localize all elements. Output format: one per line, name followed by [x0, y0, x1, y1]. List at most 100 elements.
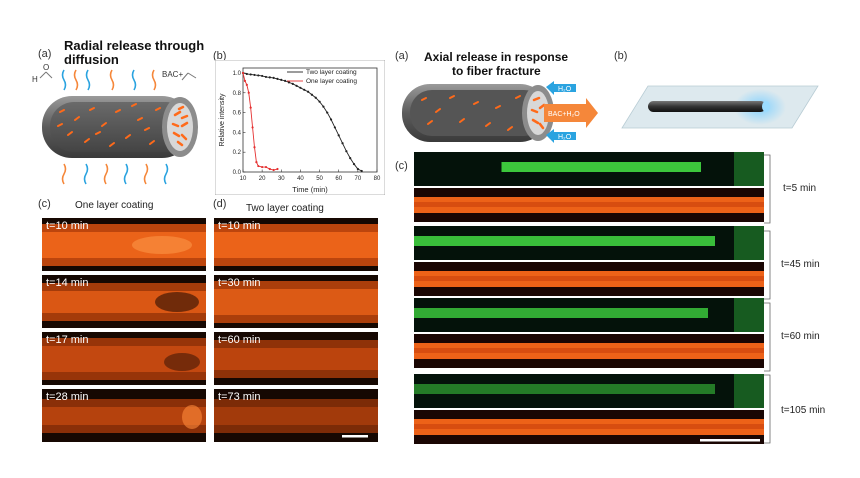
series-1-point-12 [272, 168, 275, 172]
series-0-point-20 [318, 100, 321, 103]
water-in-arrow-top-icon [546, 81, 576, 95]
bac-out-arrow-icon [544, 98, 598, 128]
two-layer-frame-3: t=60 min [214, 332, 378, 385]
green-frame-3 [414, 298, 764, 332]
x-tick-label-4: 50 [316, 176, 323, 182]
green-fluorescence-1 [501, 162, 701, 172]
series-0-point-13 [291, 82, 294, 85]
green-fluorescence-3 [414, 308, 708, 318]
green-fluorescence-4 [414, 384, 715, 394]
series-0-point-4 [257, 74, 260, 77]
orange-core-4 [414, 424, 764, 429]
x-tick-label-5: 60 [335, 176, 342, 182]
plot-area [242, 67, 378, 173]
radial-release-diagram: H O BAC+ [32, 63, 198, 185]
scale-bar-left [342, 435, 368, 438]
series-1-point-7 [255, 160, 258, 164]
series-0-point-26 [341, 142, 344, 145]
one-layer-title: One layer coating [75, 200, 154, 211]
series-1-point-10 [264, 165, 268, 169]
two-layer-frame-4: t=73 min [214, 389, 378, 442]
orange-core-2 [414, 276, 764, 281]
green-frame-2 [414, 226, 764, 260]
x-tick-label-3: 40 [297, 176, 304, 182]
series-0-point-16 [303, 88, 306, 91]
one-layer-time-1: t=10 min [46, 220, 89, 232]
cross-section-agents [171, 105, 189, 147]
series-0-point-19 [314, 96, 317, 99]
series-1-point-13 [276, 167, 279, 171]
diffusion-arrows [61, 69, 169, 185]
two-layer-frame-1: t=10 min [214, 218, 378, 271]
y-tick-label-1: 0.2 [233, 150, 242, 156]
series-0-point-12 [287, 81, 291, 84]
right-a-title-line2: to fiber fracture [452, 64, 541, 78]
orange-frame-3 [414, 334, 764, 368]
time-brackets [764, 154, 771, 444]
y-tick-label-2: 0.4 [233, 130, 242, 136]
one-layer-frame-2: t=14 min [42, 275, 206, 328]
panel-letter-right-a: (a) [395, 50, 409, 62]
x-tick-label-2: 30 [278, 176, 285, 182]
embedded-agent-dashes [57, 103, 161, 147]
green-edge-glow-1 [734, 152, 764, 186]
y-tick-label-4: 0.8 [233, 91, 242, 97]
x-tick-label-1: 20 [259, 176, 266, 182]
y-axis-ticks: 0.00.20.40.60.81.0 [233, 71, 246, 176]
series-0-point-9 [276, 77, 279, 80]
series-0-point-21 [322, 105, 325, 108]
series-0-point-8 [272, 76, 275, 80]
series-0-point-25 [337, 134, 340, 137]
water-molecule-right-icon [181, 72, 197, 81]
two-layer-time-4: t=73 min [218, 391, 261, 403]
series-0-point-22 [326, 111, 329, 114]
green-edge-glow-3 [734, 298, 764, 332]
series-0-point-24 [333, 126, 336, 129]
green-frame-4 [414, 374, 764, 408]
fiber-rod [648, 101, 766, 112]
y-tick-label-0: 0.0 [233, 170, 242, 176]
series-0-point-11 [284, 79, 287, 82]
fiber-in-matrix-diagram [621, 85, 819, 129]
one-layer-frame-4: t=28 min [42, 389, 206, 442]
scale-bar-right [700, 439, 760, 442]
axial-release-diagram: H₂O BAC+H₂O H₂O [402, 81, 598, 143]
series-0-point-27 [345, 150, 348, 153]
series-0-point-7 [268, 76, 271, 79]
bac-h2o-label: BAC+H₂O [548, 111, 580, 118]
legend-label-1: One layer coating [306, 78, 357, 85]
left-a-title-line1: Radial release through [64, 38, 205, 53]
water-in-arrow-bottom-icon [546, 129, 576, 143]
orange-frame-2 [414, 262, 764, 296]
axial-time-4: t=105 min [781, 405, 826, 416]
series-1-point-5 [251, 126, 254, 129]
series-1-point-9 [261, 165, 264, 169]
y-tick-label-3: 0.6 [233, 111, 242, 117]
series-1-point-3 [247, 91, 250, 94]
series-1-point-6 [253, 146, 256, 149]
h-label: H [32, 75, 38, 84]
series-1-point-2 [245, 83, 248, 86]
orange-core-3 [414, 348, 764, 353]
series-0-point-2 [249, 73, 252, 76]
one-layer-time-3: t=17 min [46, 334, 89, 346]
series-1-point-4 [249, 106, 252, 109]
panel-letter-right-b: (b) [614, 50, 628, 62]
series-0-point-30 [356, 167, 359, 171]
panel-letter-left-b: (b) [213, 50, 227, 62]
panel-letter-left-a: (a) [38, 48, 52, 60]
panel-letter-left-d: (d) [213, 198, 227, 210]
two-layer-title: Two layer coating [246, 203, 324, 214]
one-layer-frame-3: t=17 min [42, 332, 206, 385]
left-a-title-line2: diffusion [64, 52, 119, 67]
series-0-point-28 [349, 157, 352, 160]
o-label: O [43, 63, 49, 72]
legend-label-0: Two layer coating [306, 69, 357, 76]
axial-time-1: t=5 min [783, 183, 817, 194]
series-layer [241, 71, 363, 173]
water-molecule-left-icon [39, 71, 53, 79]
orange-frame-4 [414, 410, 764, 444]
fiber-cylinder [42, 96, 198, 158]
